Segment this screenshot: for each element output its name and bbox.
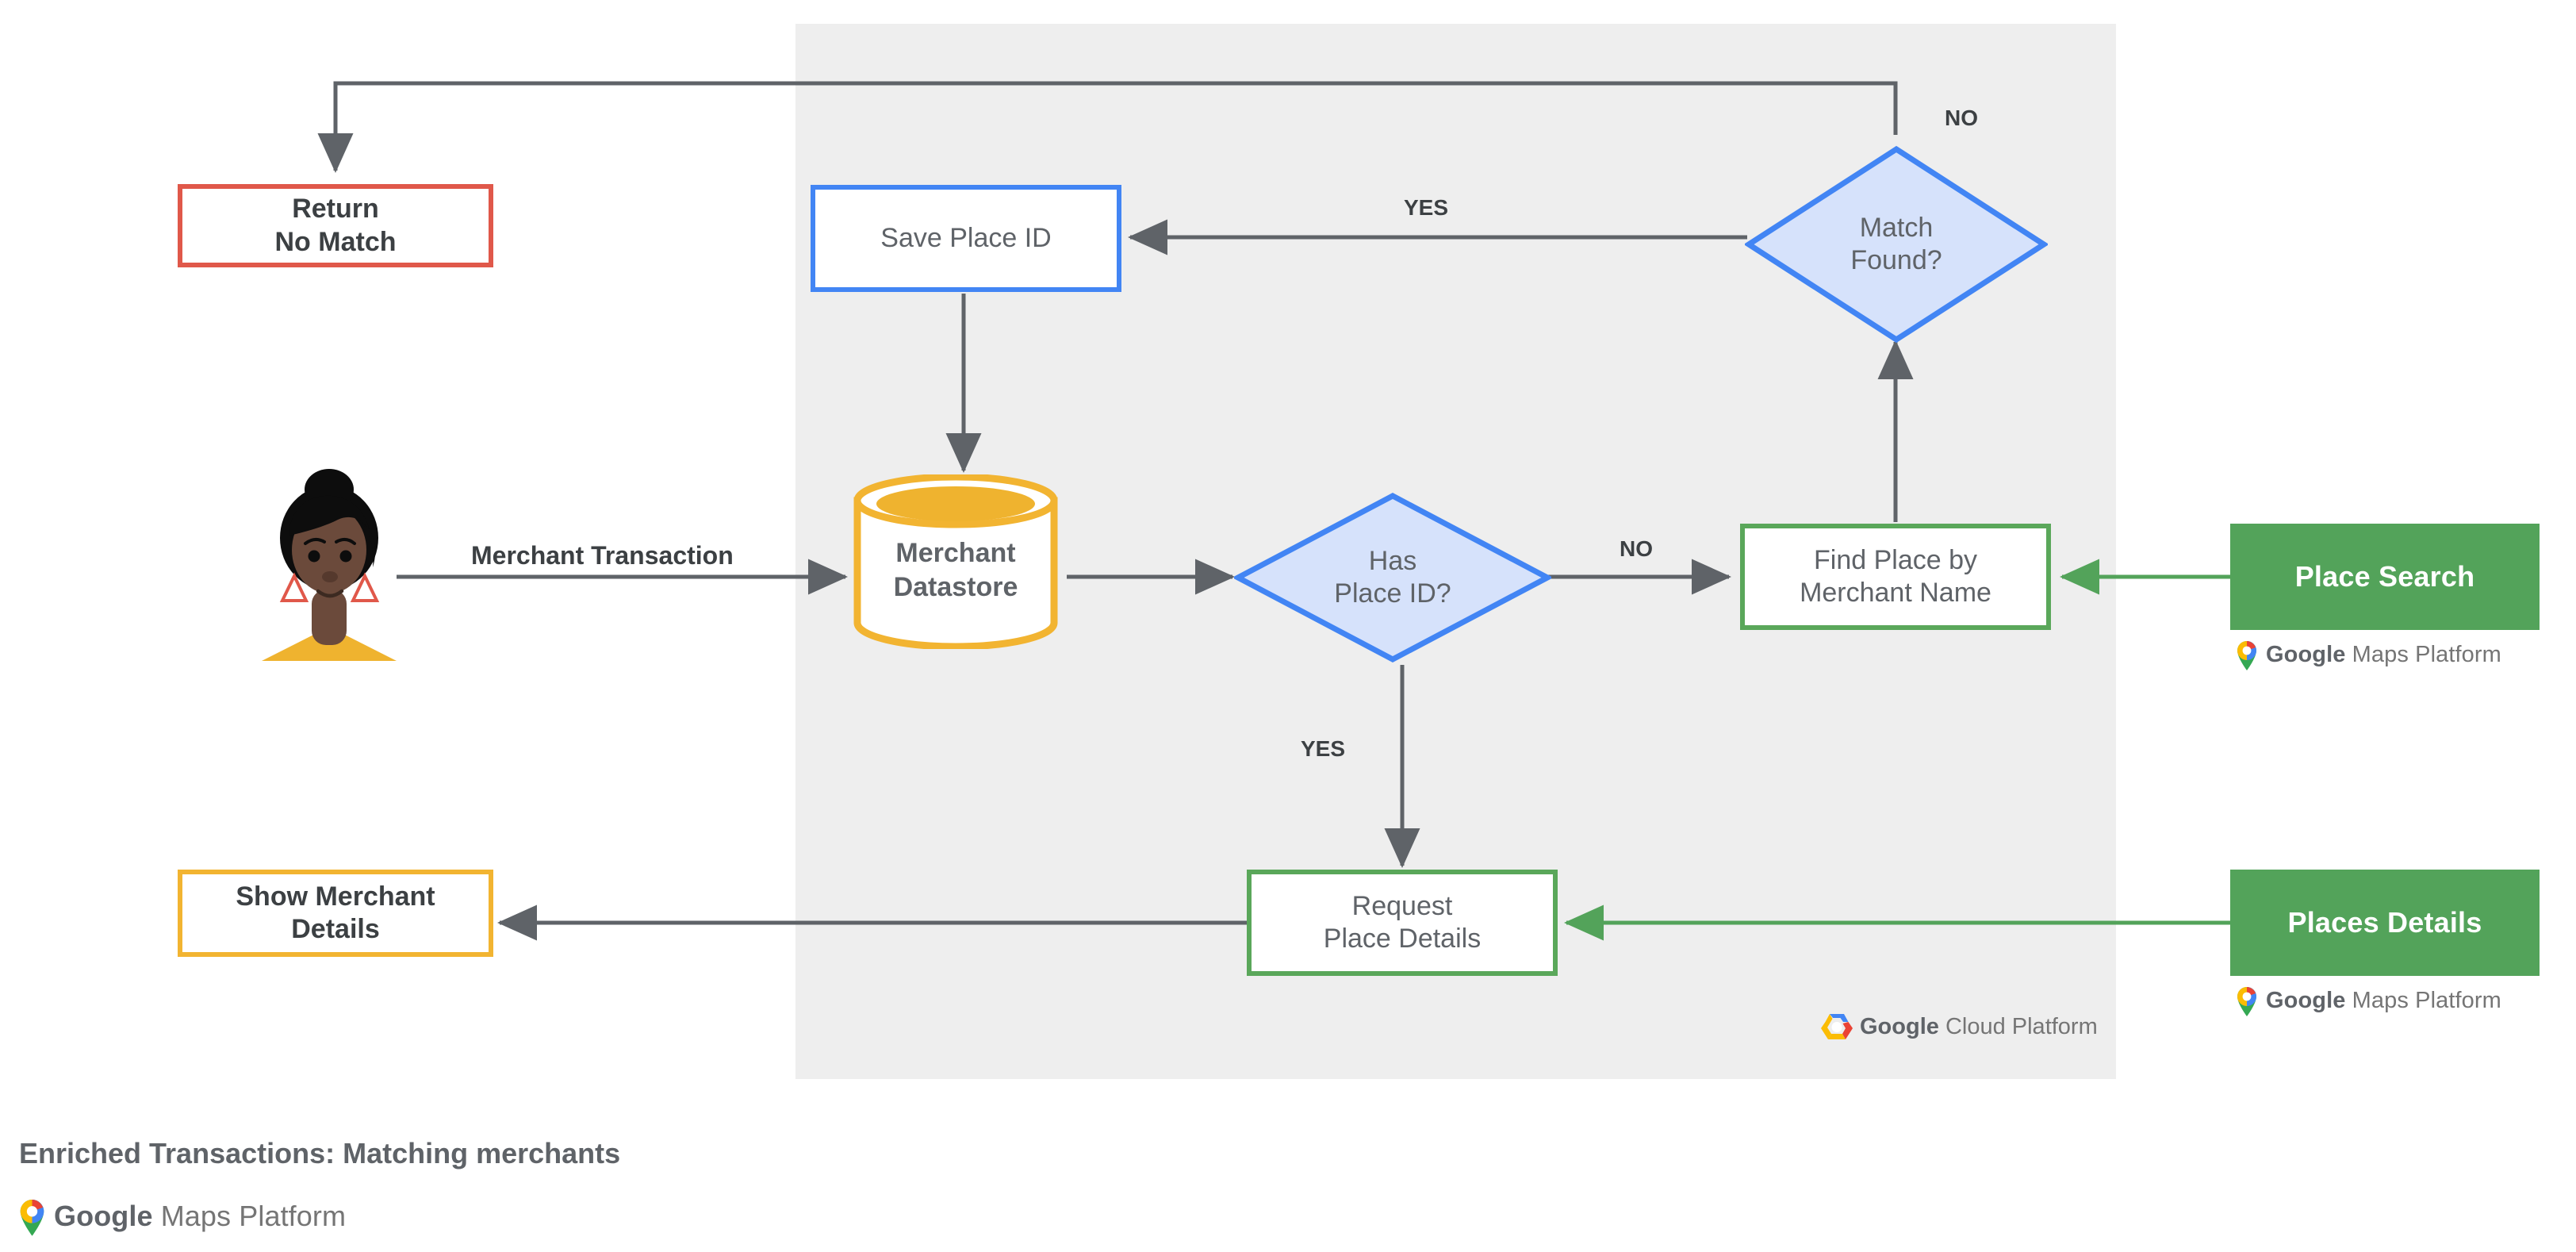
- maps-pin-icon: [20, 1200, 44, 1236]
- avatar-illustration: [262, 469, 397, 661]
- edge-label-text: Merchant Transaction: [471, 541, 734, 570]
- node-merchant-datastore-label: Merchant Datastore: [893, 538, 1018, 602]
- chip-place-search[interactable]: Place Search: [2230, 524, 2540, 630]
- node-match-found-label: Match Found?: [1850, 212, 1942, 275]
- node-request-place-details-label: Request Place Details: [1323, 890, 1482, 954]
- edge-label-has-place-id-no: NO: [1620, 536, 1653, 562]
- diamond-shape: [1745, 145, 2048, 344]
- maps-platform-wordmark: Google Maps Platform: [54, 1200, 346, 1233]
- google-maps-platform-logo-places-details: Google Maps Platform: [2235, 985, 2501, 1016]
- chip-places-details-label: Places Details: [2287, 906, 2482, 939]
- edge-label-text: NO: [1620, 536, 1653, 561]
- node-match-found[interactable]: Match Found?: [1745, 145, 2048, 344]
- node-merchant-datastore[interactable]: Merchant Datastore: [853, 473, 1059, 651]
- edge-label-text: YES: [1404, 195, 1449, 220]
- node-has-place-id-label: Has Place ID?: [1334, 545, 1451, 609]
- wordmark-rest: Maps Platform: [152, 1200, 347, 1232]
- cloud-platform-wordmark: Google Cloud Platform: [1860, 1014, 2098, 1040]
- page-title: Enriched Transactions: Matching merchant…: [19, 1137, 620, 1170]
- edge-label-text: NO: [1945, 106, 1978, 130]
- node-has-place-id[interactable]: Has Place ID?: [1234, 492, 1551, 663]
- maps-pin-icon: [2237, 987, 2256, 1016]
- footer-google-maps-platform-logo: Google Maps Platform: [17, 1196, 346, 1236]
- wordmark-google: Google: [2266, 641, 2346, 667]
- wordmark-rest: Maps Platform: [2345, 641, 2501, 667]
- wordmark-rest: Maps Platform: [2345, 987, 2501, 1013]
- edge-label-merchant-transaction: Merchant Transaction: [471, 541, 734, 570]
- chip-place-search-label: Place Search: [2294, 560, 2475, 593]
- node-find-place-by-merchant-name-label: Find Place by Merchant Name: [1800, 544, 1991, 608]
- wordmark-google: Google: [2266, 987, 2346, 1013]
- google-cloud-platform-logo: Google Cloud Platform: [1821, 1012, 2098, 1042]
- edge-label-has-place-id-yes: YES: [1301, 736, 1345, 762]
- node-return-no-match-label: Return No Match: [274, 194, 397, 257]
- node-show-merchant-details-label: Show Merchant Details: [236, 881, 435, 944]
- datastore-cylinder-shape: [853, 473, 1058, 651]
- node-request-place-details[interactable]: Request Place Details: [1247, 870, 1558, 976]
- edge-label-match-found-no: NO: [1945, 106, 1978, 131]
- diamond-shape: [1234, 493, 1551, 662]
- node-save-place-id[interactable]: Save Place ID: [811, 185, 1121, 292]
- merchant-customer-avatar: [262, 456, 397, 662]
- maps-platform-wordmark: Google Maps Platform: [2266, 988, 2501, 1014]
- node-show-merchant-details[interactable]: Show Merchant Details: [178, 870, 493, 957]
- cloud-platform-hexagon-icon: [1821, 1014, 1853, 1039]
- wordmark-google: Google: [1860, 1013, 1939, 1039]
- maps-platform-wordmark: Google Maps Platform: [2266, 642, 2501, 668]
- node-find-place-by-merchant-name[interactable]: Find Place by Merchant Name: [1740, 524, 2051, 630]
- wordmark-google: Google: [54, 1200, 153, 1232]
- edge-label-match-found-yes: YES: [1404, 195, 1448, 221]
- chip-places-details[interactable]: Places Details: [2230, 870, 2540, 976]
- maps-pin-icon: [2237, 641, 2256, 670]
- node-save-place-id-label: Save Place ID: [880, 222, 1052, 253]
- google-maps-platform-logo-place-search: Google Maps Platform: [2235, 639, 2501, 670]
- node-return-no-match[interactable]: Return No Match: [178, 184, 493, 267]
- wordmark-rest: Cloud Platform: [1938, 1013, 2098, 1039]
- page-title-text: Enriched Transactions: Matching merchant…: [19, 1137, 621, 1169]
- edge-label-text: YES: [1301, 736, 1346, 761]
